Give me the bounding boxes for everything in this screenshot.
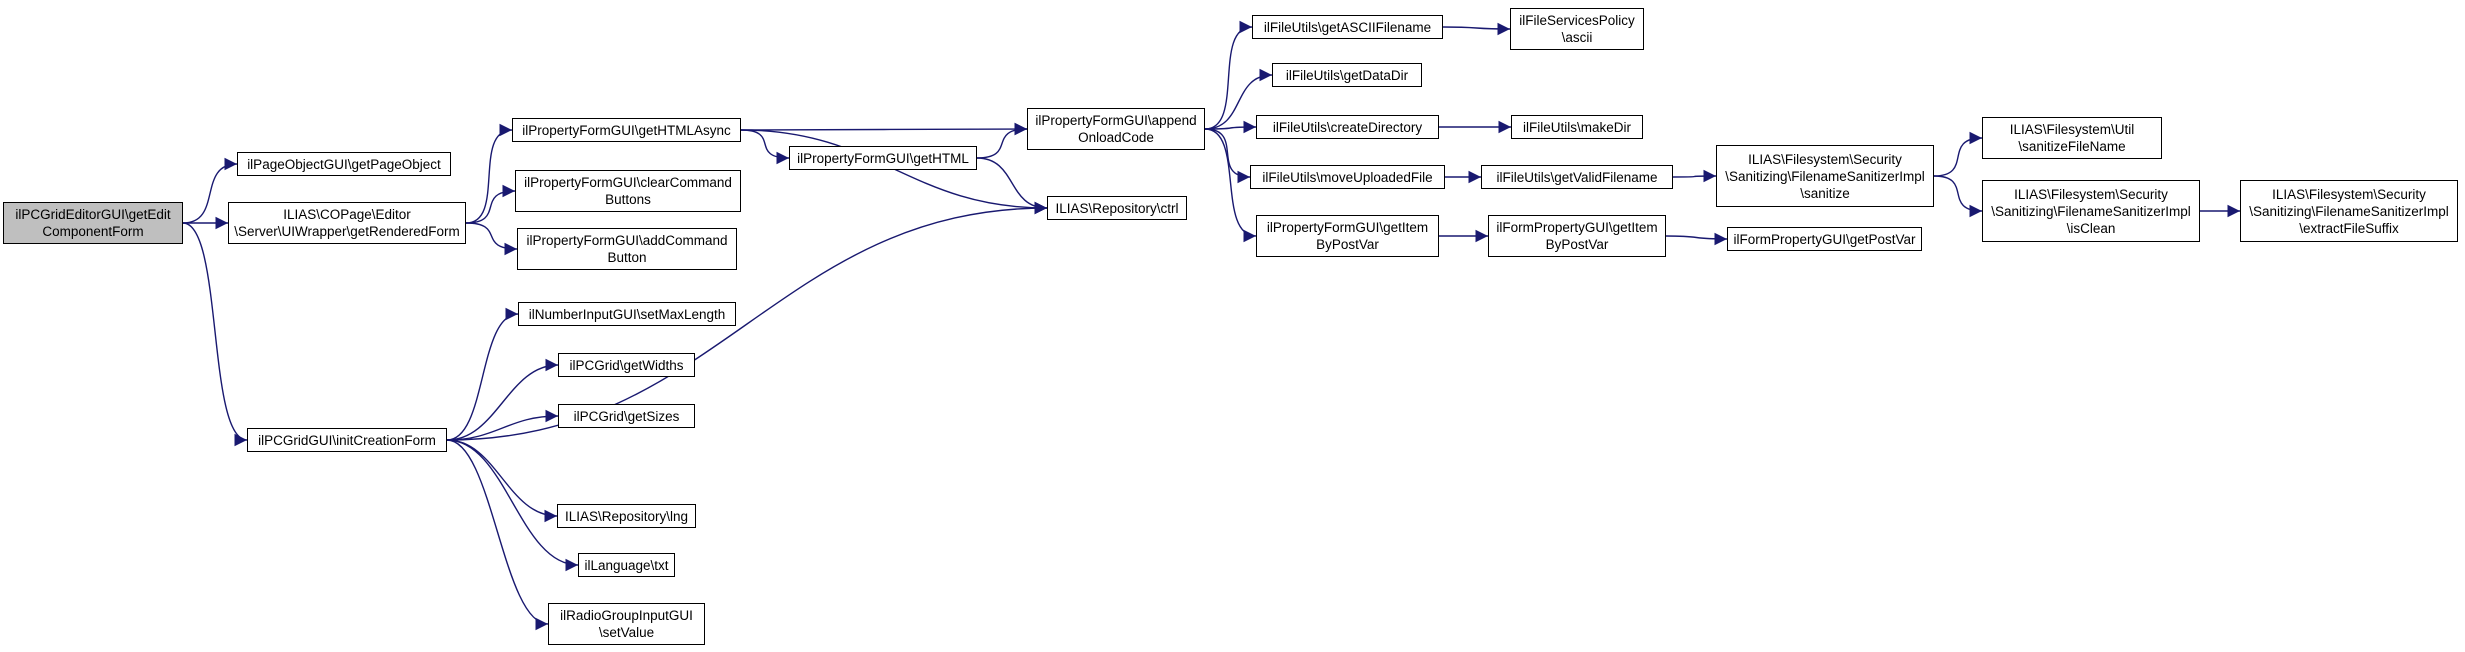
function-node[interactable]: ilNumberInputGUI\setMaxLength (518, 302, 736, 326)
function-node[interactable]: ilPropertyFormGUI\getItem ByPostVar (1256, 215, 1439, 257)
call-edge (976, 157, 1048, 215)
call-edge (1204, 68, 1273, 130)
call-edge (1204, 120, 1257, 134)
call-edge (182, 157, 238, 224)
call-edge (976, 122, 1028, 159)
function-node[interactable]: ilPCGridGUI\initCreationForm (247, 428, 447, 452)
function-node[interactable]: ilPropertyFormGUI\append OnloadCode (1027, 108, 1205, 150)
function-node[interactable]: ilFileUtils\getValidFilename (1481, 165, 1673, 189)
function-node[interactable]: ilFormPropertyGUI\getItem ByPostVar (1488, 215, 1666, 257)
function-node[interactable]: ilFileServicesPolicy \ascii (1510, 8, 1644, 50)
call-edge (465, 123, 513, 224)
function-node[interactable]: ILIAS\Repository\lng (557, 504, 696, 528)
function-node[interactable]: ilPropertyFormGUI\getHTMLAsync (512, 118, 741, 142)
function-node[interactable]: ILIAS\Filesystem\Util \sanitizeFileName (1982, 117, 2162, 159)
call-edge (465, 184, 516, 224)
call-edge (1204, 20, 1253, 130)
call-edge (446, 201, 1048, 441)
function-node[interactable]: ilPropertyFormGUI\getHTML (789, 146, 977, 170)
function-node[interactable]: ilFileUtils\moveUploadedFile (1250, 165, 1445, 189)
call-edge (1204, 128, 1251, 184)
function-node[interactable]: ilFileUtils\getASCIIFilename (1252, 15, 1443, 39)
function-node[interactable]: ILIAS\Filesystem\Security \Sanitizing\Fi… (1982, 180, 2200, 242)
call-edge (1665, 232, 1728, 246)
call-edge (1933, 175, 1983, 218)
function-node[interactable]: ilPropertyFormGUI\clearCommand Buttons (515, 170, 741, 212)
call-edge (446, 439, 549, 631)
function-node[interactable]: ilFileUtils\createDirectory (1256, 115, 1439, 139)
root-function-node[interactable]: ilPCGridEditorGUI\getEdit ComponentForm (3, 202, 183, 244)
call-edge (446, 358, 559, 441)
call-edge (1933, 131, 1983, 177)
function-node[interactable]: ilPageObjectGUI\getPageObject (237, 152, 451, 176)
call-edge (1442, 22, 1511, 36)
function-node[interactable]: ilFileUtils\makeDir (1511, 115, 1643, 139)
function-node[interactable]: ilPCGrid\getSizes (558, 404, 695, 428)
function-node[interactable]: ILIAS\Filesystem\Security \Sanitizing\Fi… (1716, 145, 1934, 207)
function-node[interactable]: ilFileUtils\getDataDir (1272, 63, 1422, 87)
function-node[interactable]: ilFormPropertyGUI\getPostVar (1727, 227, 1922, 251)
call-edge (446, 439, 558, 523)
call-edge (465, 222, 518, 256)
call-edge (1204, 128, 1257, 243)
function-node[interactable]: ILIAS\COPage\Editor \Server\UIWrapper\ge… (228, 202, 466, 244)
function-node[interactable]: ilRadioGroupInputGUI \setValue (548, 603, 705, 645)
call-edge (446, 439, 579, 572)
call-edge (740, 122, 1028, 136)
function-node[interactable]: ILIAS\Filesystem\Security \Sanitizing\Fi… (2240, 180, 2458, 242)
function-node[interactable]: ilPCGrid\getWidths (558, 353, 695, 377)
function-node[interactable]: ilPropertyFormGUI\addCommand Button (517, 228, 737, 270)
function-node[interactable]: ILIAS\Repository\ctrl (1047, 196, 1187, 220)
call-edge (1672, 169, 1717, 183)
call-edge (182, 222, 248, 447)
function-node[interactable]: ilLanguage\txt (578, 553, 675, 577)
call-edge (740, 129, 790, 165)
call-edge (446, 307, 519, 441)
